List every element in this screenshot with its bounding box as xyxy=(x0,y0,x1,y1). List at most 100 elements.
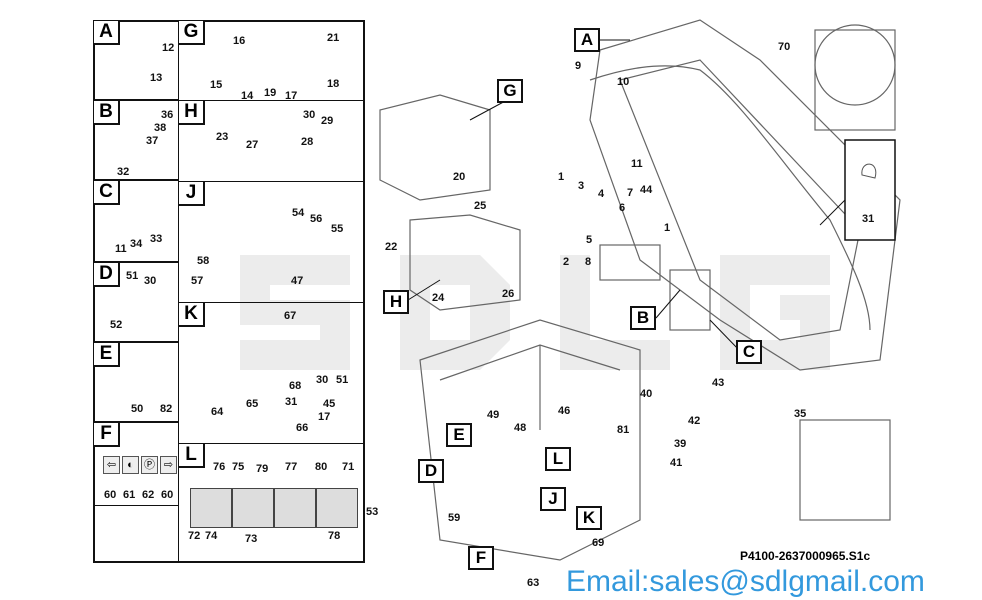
part-number: 16 xyxy=(233,35,246,47)
part-number: 76 xyxy=(213,461,226,473)
part-number: 73 xyxy=(245,533,258,545)
part-number: 66 xyxy=(296,422,309,434)
part-number: 70 xyxy=(778,41,791,53)
callout-f: F xyxy=(468,546,494,570)
part-number: 13 xyxy=(150,72,163,84)
panel-letter: G xyxy=(179,21,205,45)
part-number: 74 xyxy=(205,530,218,542)
panel-letter: D xyxy=(94,263,120,287)
panel-h xyxy=(178,100,365,182)
part-number: 45 xyxy=(323,398,336,410)
part-number: 1 xyxy=(558,171,565,183)
part-number: 27 xyxy=(246,139,259,151)
panel-letter: B xyxy=(94,101,120,125)
switch-panel xyxy=(316,488,358,528)
part-number: 65 xyxy=(246,398,259,410)
callout-g: G xyxy=(497,79,523,103)
part-number: 30 xyxy=(144,275,157,287)
part-number: 51 xyxy=(126,270,139,282)
part-number: 21 xyxy=(327,32,340,44)
part-number: 61 xyxy=(123,489,136,501)
part-number: 36 xyxy=(161,109,174,121)
part-number: 30 xyxy=(303,109,316,121)
part-number: 46 xyxy=(558,405,571,417)
part-number: 59 xyxy=(448,512,461,524)
part-number: 47 xyxy=(291,275,304,287)
right-turn-indicator-icon: ⇨ xyxy=(160,456,177,474)
part-number: 72 xyxy=(188,530,201,542)
part-number: 52 xyxy=(110,319,123,331)
part-number: 29 xyxy=(321,115,334,127)
part-number: 57 xyxy=(191,275,204,287)
left-turn-indicator-icon: ⇦ xyxy=(103,456,120,474)
part-number: 53 xyxy=(366,506,379,518)
part-number: 4 xyxy=(598,188,605,200)
part-number: 3 xyxy=(578,180,585,192)
part-number: 37 xyxy=(146,135,159,147)
part-number: 33 xyxy=(150,233,163,245)
part-number: 11 xyxy=(631,158,643,170)
part-number: 58 xyxy=(197,255,210,267)
panel-letter: C xyxy=(94,181,120,205)
part-number: 81 xyxy=(617,424,630,436)
part-number: 63 xyxy=(527,577,540,589)
part-number: 24 xyxy=(432,292,445,304)
callout-k: K xyxy=(576,506,602,530)
part-number: 75 xyxy=(232,461,245,473)
part-number: 64 xyxy=(211,406,224,418)
callout-c: C xyxy=(736,340,762,364)
panel-letter: A xyxy=(94,21,120,45)
part-number: 26 xyxy=(502,288,515,300)
part-number: 60 xyxy=(161,489,174,501)
part-number: 54 xyxy=(292,207,305,219)
part-number: 10 xyxy=(617,76,630,88)
part-number: 39 xyxy=(674,438,687,450)
part-number: 18 xyxy=(327,78,340,90)
part-number: 79 xyxy=(256,463,269,475)
part-number: 12 xyxy=(162,42,175,54)
panel-k xyxy=(178,302,365,444)
part-number: 43 xyxy=(712,377,725,389)
part-number: 55 xyxy=(331,223,344,235)
part-number: 82 xyxy=(160,403,173,415)
switch-panel xyxy=(190,488,232,528)
email-watermark: Email:sales@sdlgmail.com xyxy=(566,565,925,598)
part-number: 17 xyxy=(318,411,331,423)
panel-letter: K xyxy=(179,303,205,327)
callout-l: L xyxy=(545,447,571,471)
panel-letter: E xyxy=(94,343,120,367)
switch-panel xyxy=(274,488,316,528)
part-number: 40 xyxy=(640,388,653,400)
part-number: 28 xyxy=(301,136,314,148)
panel-letter: F xyxy=(94,423,120,447)
part-number: 34 xyxy=(130,238,143,250)
panel-letter: H xyxy=(179,101,205,125)
part-number: 68 xyxy=(289,380,302,392)
part-number: 7 xyxy=(627,187,634,199)
part-number: 69 xyxy=(592,537,605,549)
parking-brake-indicator-icon: Ⓟ xyxy=(141,456,158,474)
part-number: 5 xyxy=(586,234,593,246)
callout-h: H xyxy=(383,290,409,314)
callout-a: A xyxy=(574,28,600,52)
part-number: 31 xyxy=(285,396,298,408)
part-number: 25 xyxy=(474,200,487,212)
part-number: 19 xyxy=(264,87,277,99)
part-number: 38 xyxy=(154,122,167,134)
part-number: 14 xyxy=(241,90,254,102)
part-number: 31 xyxy=(862,213,875,225)
part-number: 51 xyxy=(336,374,349,386)
part-number: 35 xyxy=(794,408,807,420)
part-number: 78 xyxy=(328,530,341,542)
panel-letter: J xyxy=(179,182,205,206)
callout-e: E xyxy=(446,423,472,447)
part-number: 77 xyxy=(285,461,298,473)
callout-d: D xyxy=(418,459,444,483)
part-number: 80 xyxy=(315,461,328,473)
part-number: 20 xyxy=(453,171,466,183)
part-number: 6 xyxy=(619,202,626,214)
part-number: 30 xyxy=(316,374,329,386)
